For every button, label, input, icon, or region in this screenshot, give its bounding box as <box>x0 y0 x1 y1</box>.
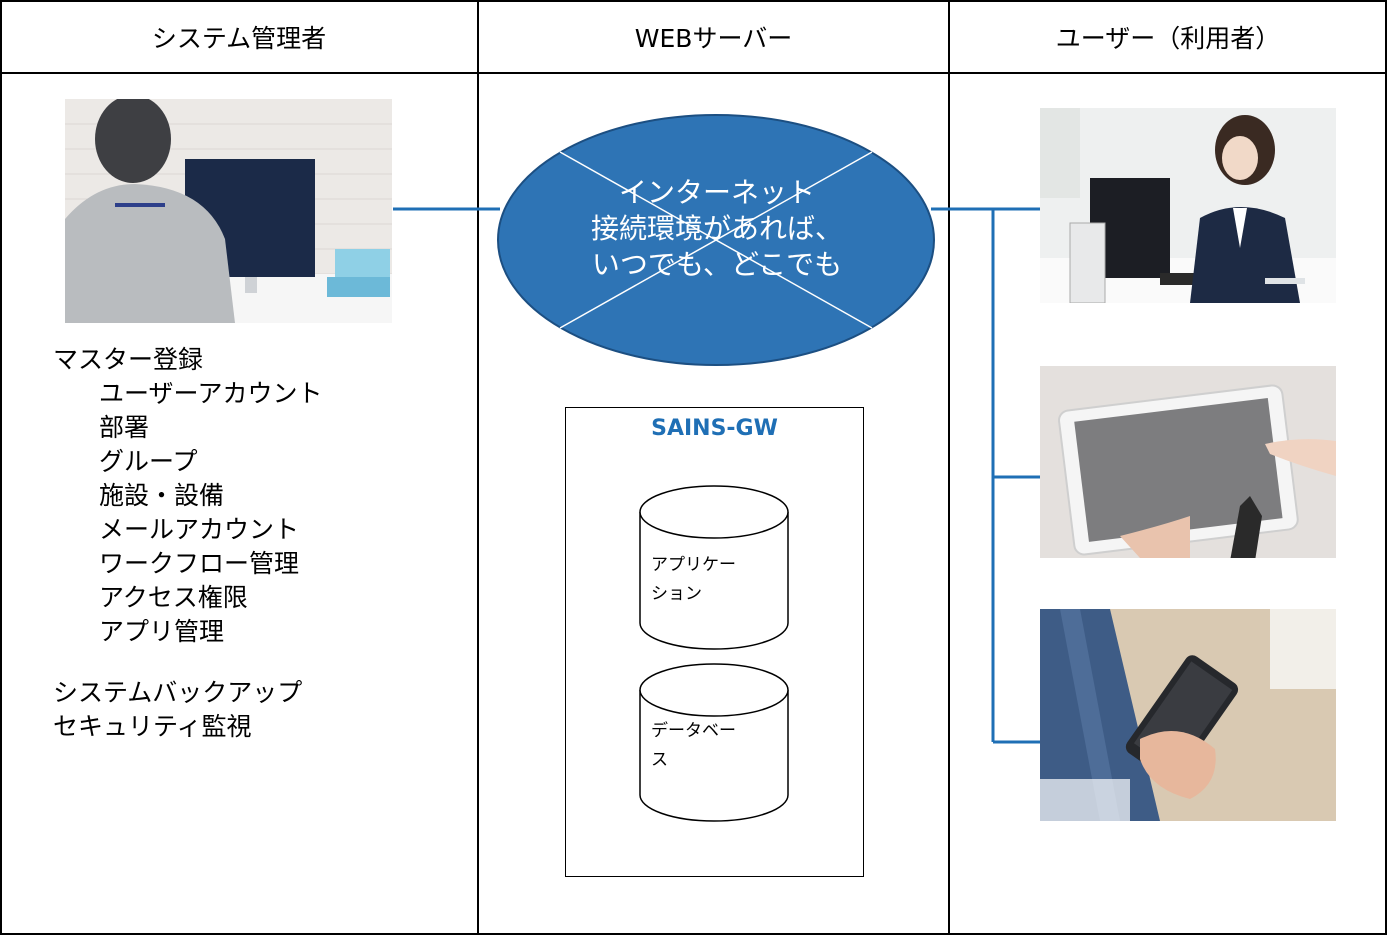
application-cylinder <box>639 485 789 650</box>
smartphone-photo <box>1040 609 1336 821</box>
internet-label: インターネット 接続環境があれば、 いつでも、どこでも <box>498 175 936 283</box>
tablet-photo <box>1040 366 1336 558</box>
master-item: 施設・設備 <box>99 481 225 510</box>
database-label: データベー ス <box>651 717 736 775</box>
database-line: ス <box>651 750 668 770</box>
sains-gw-box: SAINS-GW <box>565 407 864 877</box>
sains-gw-title: SAINS-GW <box>651 416 778 441</box>
security-label: セキュリティ監視 <box>53 712 252 741</box>
master-item: ユーザーアカウント <box>99 379 323 408</box>
master-item: ワークフロー管理 <box>99 549 300 578</box>
application-label: アプリケー ション <box>651 551 736 609</box>
header-admin: システム管理者 <box>151 23 327 53</box>
application-line: アプリケー <box>651 555 736 575</box>
database-cylinder <box>639 663 789 822</box>
internet-line: インターネット <box>618 176 815 209</box>
desktop-user-photo <box>1040 108 1336 303</box>
master-registration-heading: マスター登録 <box>53 345 204 374</box>
master-item: グループ <box>99 447 198 476</box>
master-item: メールアカウント <box>99 515 300 544</box>
application-line: ション <box>651 584 702 604</box>
admin-ops-list: システムバックアップ セキュリティ監視 <box>53 676 302 744</box>
database-line: データベー <box>651 721 736 741</box>
header-server: WEBサーバー <box>634 23 793 53</box>
master-item: アクセス権限 <box>99 583 248 612</box>
user-connector <box>931 207 1040 744</box>
master-registration-list: マスター登録 ユーザーアカウント 部署 グループ 施設・設備 メールアカウント … <box>53 343 323 649</box>
internet-ellipse <box>497 114 935 366</box>
internet-line: 接続環境があれば、 <box>590 212 843 245</box>
admin-photo <box>65 99 392 323</box>
master-item: 部署 <box>99 413 150 442</box>
internet-line: いつでも、どこでも <box>591 248 843 281</box>
master-item: アプリ管理 <box>99 617 225 646</box>
backup-label: システムバックアップ <box>53 678 303 707</box>
header-user: ユーザー（利用者） <box>1055 23 1281 53</box>
